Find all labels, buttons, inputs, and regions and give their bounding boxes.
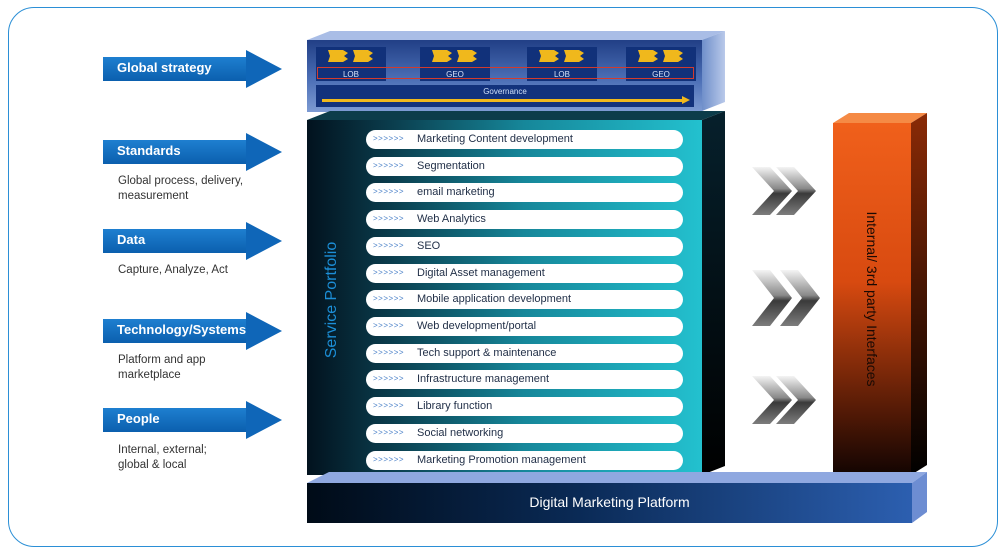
chevron-icon: >>>>>> bbox=[373, 294, 405, 303]
pillar-title: Standards bbox=[117, 143, 181, 158]
portfolio-item-label: email marketing bbox=[417, 186, 495, 198]
pillar-arrow-global-strategy: Global strategy bbox=[103, 50, 282, 88]
pillar-desc: Platform and app marketplace bbox=[118, 354, 206, 381]
platform-top-face bbox=[307, 472, 927, 483]
governance-bar: Governance bbox=[316, 85, 694, 107]
portfolio-item-label: Marketing Promotion management bbox=[417, 454, 586, 466]
governance-lob-block: LOB bbox=[527, 47, 597, 81]
portfolio-item: >>>>>> Infrastructure management bbox=[366, 370, 683, 389]
portfolio-item: >>>>>> Marketing Content development bbox=[366, 130, 683, 149]
chevron-icon: >>>>>> bbox=[373, 428, 405, 437]
portfolio-item: >>>>>> Library function bbox=[366, 397, 683, 416]
governance-highlight-frame bbox=[317, 67, 694, 79]
chevron-icon: >>>>>> bbox=[373, 374, 405, 383]
portfolio-item: >>>>>> Digital Asset management bbox=[366, 264, 683, 283]
chevron-icon: >>>>>> bbox=[373, 321, 405, 330]
governance-lob-block: LOB bbox=[316, 47, 386, 81]
platform-block: Digital Marketing Platform bbox=[307, 483, 912, 523]
block-label: LOB bbox=[553, 70, 570, 79]
portfolio-item: >>>>>> Segmentation bbox=[366, 157, 683, 176]
portfolio-item: >>>>>> Social networking bbox=[366, 424, 683, 443]
portfolio-item: >>>>>> Web Analytics bbox=[366, 210, 683, 229]
portfolio-item: >>>>>> SEO bbox=[366, 237, 683, 256]
pillar-title: People bbox=[117, 411, 160, 426]
portfolio-item: >>>>>> Tech support & maintenance bbox=[366, 344, 683, 363]
governance-side-face bbox=[702, 31, 725, 111]
geo-icon bbox=[638, 50, 658, 62]
pillar-arrow-people: People bbox=[103, 401, 282, 439]
interfaces-top-face bbox=[833, 113, 927, 123]
portfolio-side-face bbox=[702, 111, 725, 475]
portfolio-item-label: Mobile application development bbox=[417, 293, 572, 305]
portfolio-item-label: Web Analytics bbox=[417, 213, 486, 225]
chevron-icon: >>>>>> bbox=[373, 401, 405, 410]
chevron-icon: >>>>>> bbox=[373, 214, 405, 223]
chevron-icon: >>>>>> bbox=[373, 455, 405, 464]
pillar-desc: Capture, Analyze, Act bbox=[118, 264, 228, 276]
pillar-desc: Internal, external; global & local bbox=[118, 444, 207, 471]
portfolio-item: >>>>>> email marketing bbox=[366, 183, 683, 202]
interfaces-pillar: Internal/ 3rd party Interfaces bbox=[833, 123, 911, 475]
portfolio-item-label: Marketing Content development bbox=[417, 133, 573, 145]
chevron-icon: >>>>>> bbox=[373, 187, 405, 196]
portfolio-top-face bbox=[307, 111, 725, 120]
lob-icon bbox=[539, 50, 559, 62]
portfolio-item-label: Infrastructure management bbox=[417, 373, 550, 385]
geo-icon bbox=[432, 50, 452, 62]
lob-icon bbox=[564, 50, 584, 62]
chevron-icon: >>>>>> bbox=[373, 241, 405, 250]
geo-icon bbox=[457, 50, 477, 62]
portfolio-item: >>>>>> Web development/portal bbox=[366, 317, 683, 336]
pillar-desc: Global process, delivery, measurement bbox=[118, 175, 244, 202]
geo-icon bbox=[663, 50, 683, 62]
lob-icon bbox=[328, 50, 348, 62]
interfaces-side-face bbox=[911, 113, 927, 475]
chevron-icon: >>>>>> bbox=[373, 268, 405, 277]
governance-label: Governance bbox=[483, 87, 527, 96]
portfolio-item-label: Tech support & maintenance bbox=[417, 347, 557, 359]
interfaces-label: Internal/ 3rd party Interfaces bbox=[864, 211, 880, 387]
pillar-arrow-technology: Technology/Systems bbox=[103, 312, 282, 350]
governance-geo-block: GEO bbox=[420, 47, 490, 81]
portfolio-item: >>>>>> Marketing Promotion management bbox=[366, 451, 683, 470]
portfolio-item-label: Social networking bbox=[417, 427, 504, 439]
governance-top-face bbox=[307, 31, 725, 40]
portfolio-item-label: Web development/portal bbox=[417, 320, 537, 332]
governance-arrow-icon bbox=[682, 96, 690, 104]
portfolio-item-label: Segmentation bbox=[417, 160, 485, 172]
portfolio-item-label: Library function bbox=[417, 400, 493, 412]
pillar-arrow-data: Data bbox=[103, 222, 282, 260]
platform-label: Digital Marketing Platform bbox=[529, 494, 690, 510]
governance-geo-block: GEO bbox=[626, 47, 696, 81]
pillar-title: Global strategy bbox=[117, 60, 212, 75]
block-label: LOB bbox=[342, 70, 359, 79]
chevron-icon: >>>>>> bbox=[373, 348, 405, 357]
lob-icon bbox=[353, 50, 373, 62]
chevron-icon: >>>>>> bbox=[373, 161, 405, 170]
block-label: GEO bbox=[652, 70, 670, 79]
portfolio-title: Service Portfolio bbox=[323, 241, 340, 359]
pillar-title: Data bbox=[117, 232, 146, 247]
pillar-title: Technology/Systems bbox=[117, 322, 247, 337]
block-label: GEO bbox=[446, 70, 464, 79]
chevron-icon: >>>>>> bbox=[373, 134, 405, 143]
portfolio-item-label: SEO bbox=[417, 240, 441, 252]
portfolio-item: >>>>>> Mobile application development bbox=[366, 290, 683, 309]
pillar-arrow-standards: Standards bbox=[103, 133, 282, 171]
governance-arrow-line bbox=[322, 99, 684, 102]
portfolio-item-label: Digital Asset management bbox=[417, 267, 545, 279]
platform-side-face bbox=[912, 472, 927, 523]
